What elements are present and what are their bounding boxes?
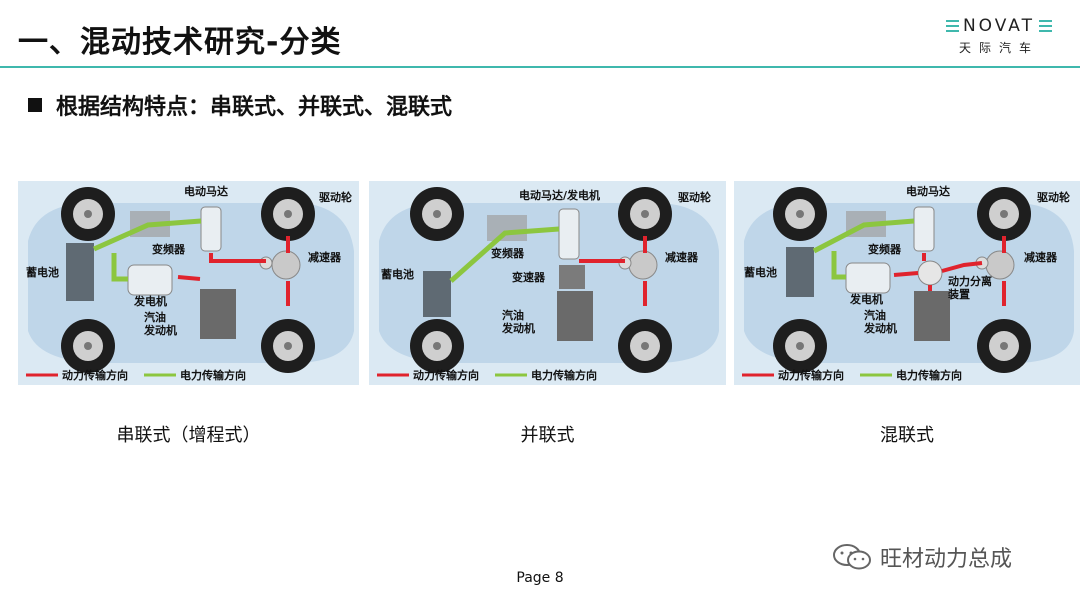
watermark-text: 旺材动力总成	[880, 547, 1013, 572]
legend-electric: 电力传输方向	[896, 368, 962, 382]
wheel-icon	[261, 319, 315, 373]
wheel-icon	[618, 319, 672, 373]
wheel-icon	[410, 187, 464, 241]
label-drive-wheel: 驱动轮	[319, 190, 352, 204]
label-motor-generator: 电动马达/发电机	[519, 188, 600, 202]
wheel-icon	[261, 187, 315, 241]
label-inverter: 变频器	[491, 246, 525, 260]
motor-icon	[200, 206, 222, 252]
logo-lines-icon	[945, 20, 959, 32]
series-hybrid-diagram: 电动马达 变频器 蓄电池 发电机 汽油发动机 减速器 驱动轮 动力传输方向 电力…	[18, 181, 359, 385]
label-drive-wheel: 驱动轮	[1037, 190, 1070, 204]
brand-logo: NOVAT 天际汽车	[936, 16, 1062, 56]
bullet-text: 根据结构特点：串联式、并联式、混联式	[56, 95, 453, 120]
label-reducer: 减速器	[1024, 250, 1058, 264]
label-inverter: 变频器	[868, 242, 902, 256]
reducer-icon	[271, 250, 301, 280]
wheel-icon	[410, 319, 464, 373]
motor-icon	[913, 206, 935, 252]
reducer-icon	[628, 250, 658, 280]
label-reducer: 减速器	[665, 250, 699, 264]
legend-power: 动力传输方向	[778, 368, 844, 382]
wheel-icon	[61, 187, 115, 241]
transmission-icon	[559, 265, 585, 289]
legend-electric: 电力传输方向	[531, 368, 597, 382]
logo-sub-text: 天际汽车	[958, 41, 1039, 55]
engine-icon	[914, 291, 950, 341]
caption-series: 串联式（增程式）	[116, 425, 261, 446]
battery-icon	[66, 243, 94, 301]
title-divider	[0, 66, 1080, 68]
inverter-icon	[487, 215, 527, 241]
label-inverter: 变频器	[152, 242, 186, 256]
label-motor: 电动马达	[906, 184, 950, 198]
generator-icon	[127, 264, 173, 296]
label-engine: 汽油发动机	[863, 308, 897, 335]
label-transmission: 变速器	[512, 270, 546, 284]
wheel-icon	[773, 187, 827, 241]
label-reducer: 减速器	[308, 250, 342, 264]
watermark: 旺材动力总成	[832, 541, 1012, 573]
engine-icon	[200, 289, 236, 339]
bullet-point: 根据结构特点：串联式、并联式、混联式	[28, 89, 452, 121]
caption-series-parallel: 混联式	[880, 425, 934, 446]
label-battery: 蓄电池	[744, 265, 777, 279]
battery-icon	[423, 271, 451, 317]
legend-power: 动力传输方向	[62, 368, 128, 382]
legend-power: 动力传输方向	[413, 368, 479, 382]
engine-icon	[557, 291, 593, 341]
wechat-icon	[833, 544, 871, 570]
label-drive-wheel: 驱动轮	[678, 190, 711, 204]
label-battery: 蓄电池	[381, 267, 414, 281]
bullet-square-icon	[28, 98, 42, 112]
series-parallel-hybrid-diagram: 电动马达 变频器 蓄电池 发电机 汽油发动机 动力分离装置 减速器 驱动轮 动力…	[734, 181, 1080, 385]
label-generator: 发电机	[849, 292, 883, 306]
battery-icon	[786, 247, 814, 297]
wheel-icon	[977, 319, 1031, 373]
wheel-icon	[61, 319, 115, 373]
label-generator: 发电机	[133, 294, 167, 308]
label-engine: 汽油发动机	[143, 310, 177, 337]
page-number: Page 8	[516, 570, 564, 586]
label-motor: 电动马达	[184, 184, 228, 198]
wheel-icon	[618, 187, 672, 241]
label-engine: 汽油发动机	[501, 308, 535, 335]
logo-main-text: NOVAT	[962, 16, 1036, 36]
power-split-icon	[917, 260, 943, 286]
logo-lines-icon	[1039, 20, 1053, 32]
motor-generator-icon	[558, 208, 580, 260]
label-battery: 蓄电池	[26, 265, 59, 279]
page-title: 一、混动技术研究-分类	[18, 25, 342, 60]
wheel-icon	[773, 319, 827, 373]
wheel-icon	[977, 187, 1031, 241]
legend-electric: 电力传输方向	[180, 368, 246, 382]
parallel-hybrid-diagram: 电动马达/发电机 变频器 蓄电池 变速器 汽油发动机 减速器 驱动轮 动力传输方…	[369, 181, 726, 385]
label-power-split: 动力分离装置	[947, 274, 992, 301]
caption-parallel: 并联式	[520, 425, 575, 446]
generator-icon	[845, 262, 891, 294]
